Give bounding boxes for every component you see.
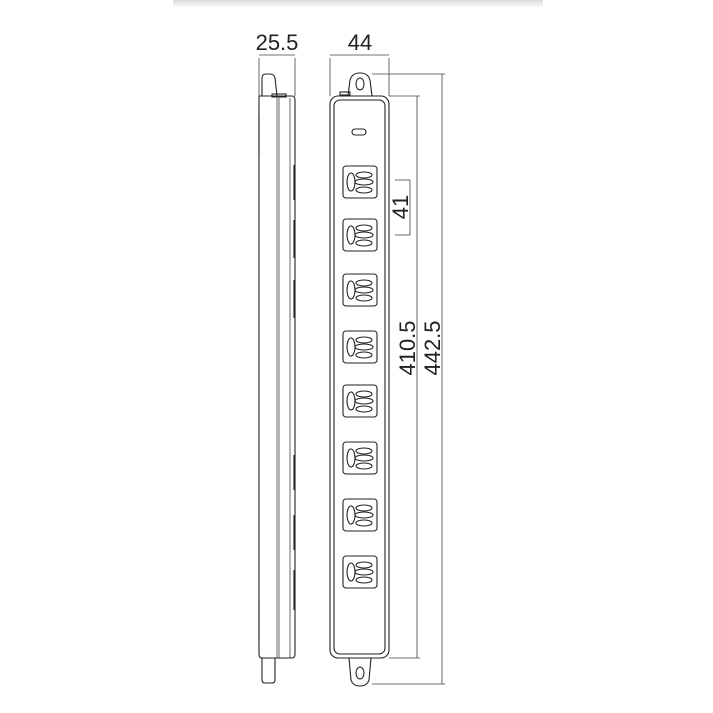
outlet-3 bbox=[342, 273, 378, 307]
overall-length-dimension-label: 442.5 bbox=[420, 320, 445, 375]
width-dimension-label: 44 bbox=[348, 30, 372, 55]
outlet-1 bbox=[342, 165, 378, 199]
outlet-7 bbox=[342, 498, 378, 532]
top-shadow-band bbox=[173, 0, 543, 8]
front-view: 44 41 410.5 442.5 bbox=[329, 30, 445, 687]
outlets bbox=[342, 165, 378, 589]
pitch-dimension-label: 41 bbox=[388, 195, 413, 219]
outlet-5 bbox=[342, 384, 378, 418]
depth-dimension-label: 25.5 bbox=[256, 30, 299, 55]
outlet-4 bbox=[342, 330, 378, 364]
outlet-8 bbox=[342, 555, 378, 589]
body-length-dimension-label: 410.5 bbox=[395, 320, 420, 375]
outlet-6 bbox=[342, 441, 378, 475]
side-view: 25.5 bbox=[256, 30, 299, 684]
indicator-lamp bbox=[351, 128, 367, 136]
outlet-2 bbox=[342, 218, 378, 252]
